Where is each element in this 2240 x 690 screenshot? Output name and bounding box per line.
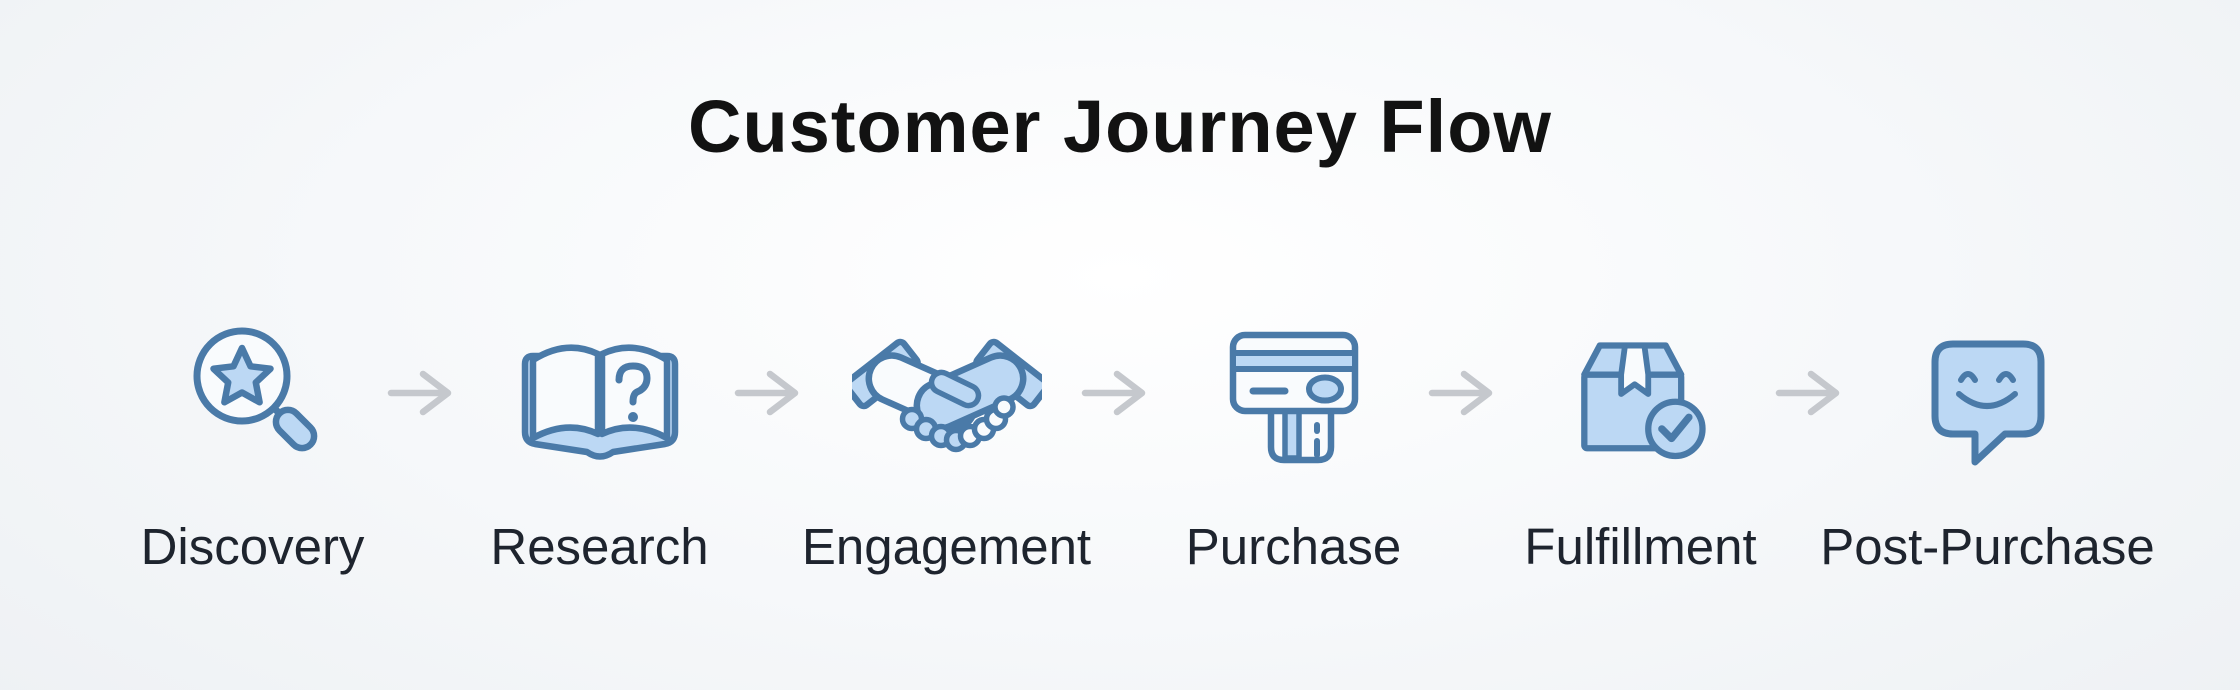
- stage-engagement-icon-box: [851, 313, 1042, 473]
- right-arrow-icon: [734, 370, 799, 415]
- flow-connector: [378, 313, 475, 473]
- credit-card-payment-icon: [1229, 331, 1358, 463]
- page-title: Customer Journey Flow: [688, 85, 1552, 168]
- right-arrow-icon: [1081, 370, 1146, 415]
- handshake-icon: [851, 338, 1042, 452]
- stage-post-purchase-icon-box: [1913, 313, 2063, 473]
- open-book-question-icon: [521, 344, 678, 460]
- stage-label: Research: [490, 517, 709, 575]
- stage-purchase-icon-box: [1219, 313, 1369, 473]
- flow-connector: [1419, 313, 1516, 473]
- flow-connector: [1072, 313, 1169, 473]
- package-check-icon: [1581, 342, 1706, 459]
- stage-purchase: Purchase: [1169, 313, 1419, 576]
- right-arrow-icon: [1428, 370, 1493, 415]
- stage-label: Fulfillment: [1524, 517, 1757, 575]
- flow-connector: [725, 313, 822, 473]
- stage-engagement: Engagement: [802, 313, 1091, 576]
- stage-research-icon-box: [515, 313, 685, 473]
- right-arrow-icon: [387, 370, 452, 415]
- stage-label: Engagement: [801, 517, 1092, 575]
- stage-fulfillment: Fulfillment: [1516, 313, 1766, 576]
- stage-label: Discovery: [140, 517, 365, 575]
- stage-discovery-icon-box: [178, 313, 328, 473]
- stage-research: Research: [475, 313, 725, 576]
- flow-connector: [1766, 313, 1863, 473]
- stage-post-purchase: Post-Purchase: [1820, 313, 2155, 576]
- stage-label: Post-Purchase: [1820, 517, 2155, 575]
- right-arrow-icon: [1775, 370, 1840, 415]
- stage-fulfillment-icon-box: [1563, 313, 1718, 473]
- stage-discovery: Discovery: [128, 313, 378, 576]
- magnifier-star-icon: [193, 327, 317, 452]
- journey-flow-row: Discovery Research: [0, 313, 2240, 576]
- stage-label: Purchase: [1185, 517, 1402, 575]
- chat-smile-icon: [1931, 340, 2044, 466]
